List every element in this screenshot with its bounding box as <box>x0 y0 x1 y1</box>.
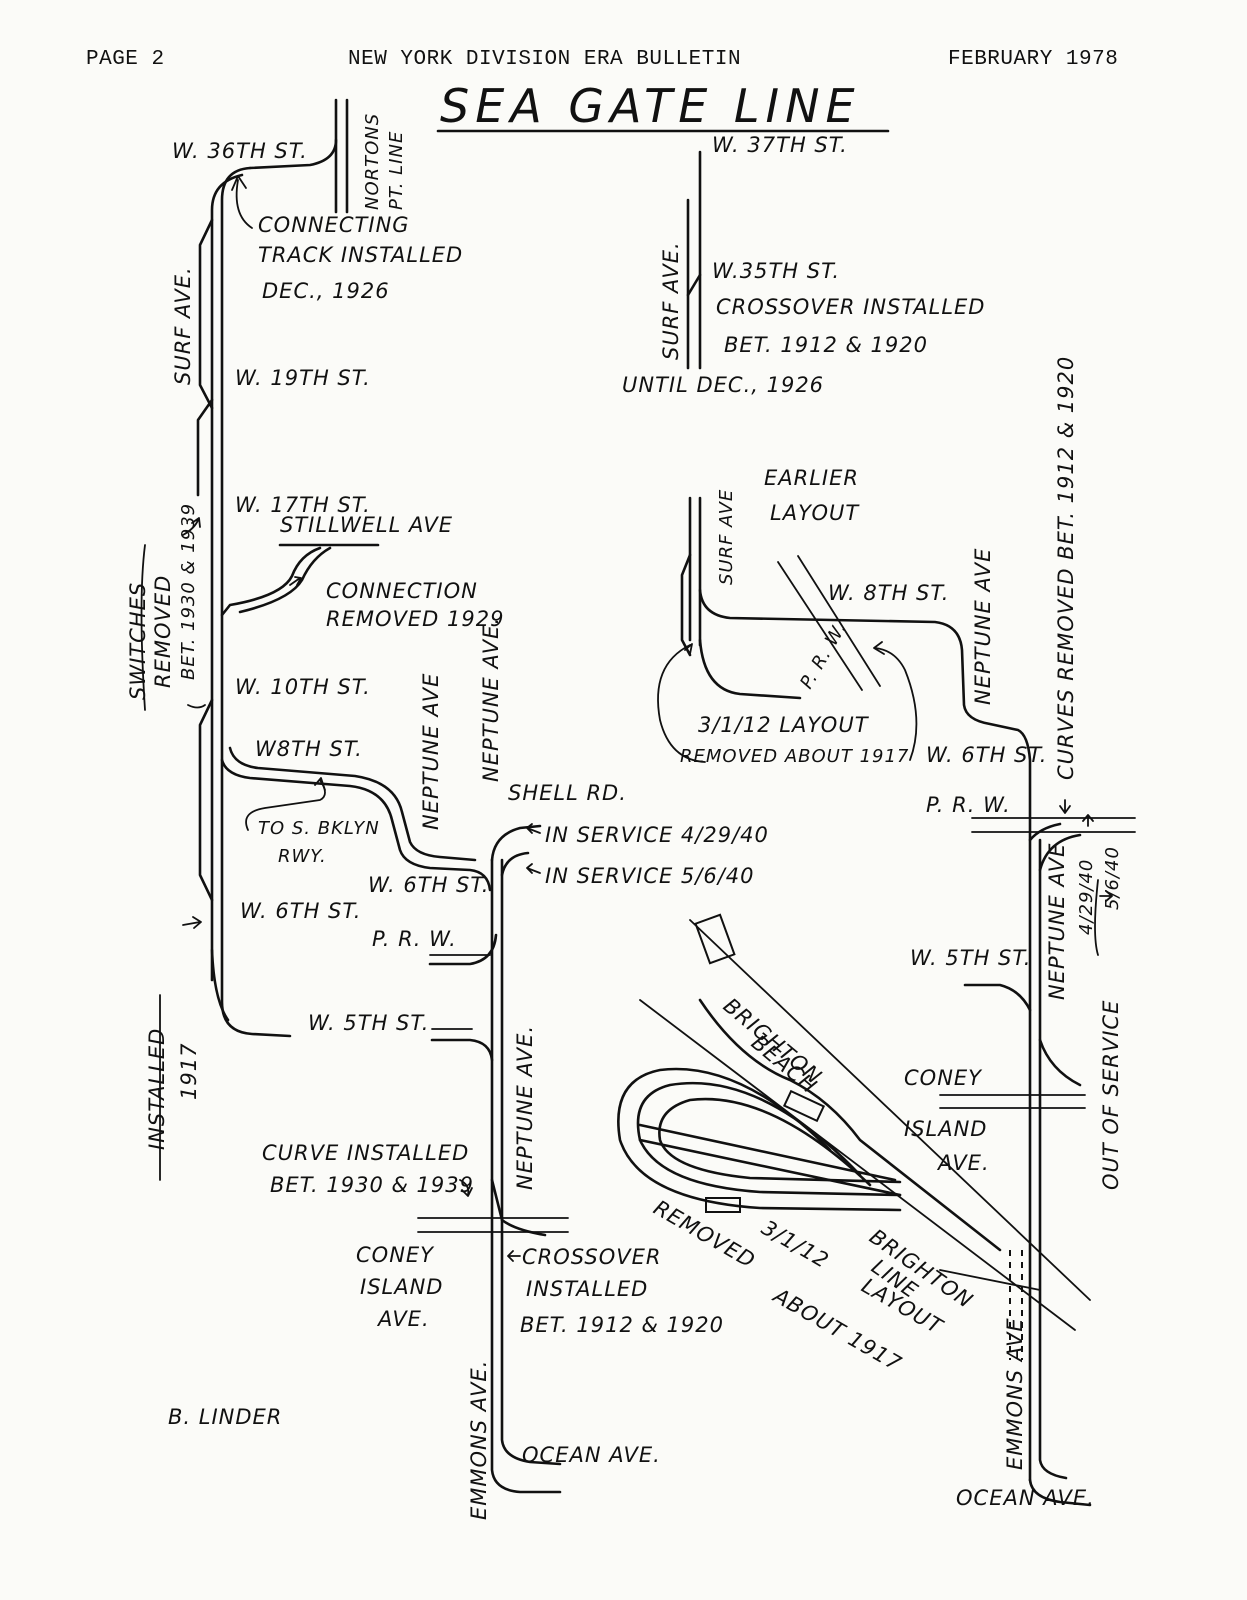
label-switches-1: SWITCHES <box>126 582 150 700</box>
label-curve-installed-2: BET. 1930 & 1939 <box>270 1173 474 1197</box>
earlier-layout-tracks <box>680 496 1136 1507</box>
label-neptune-lower: NEPTUNE AVE. <box>513 1025 537 1190</box>
author-credit: B. LINDER <box>168 1405 282 1429</box>
label-neptune-b: NEPTUNE AVE. <box>479 617 503 782</box>
label-earlier-2: LAYOUT <box>770 501 860 525</box>
label-neptune-early: NEPTUNE AVE <box>971 548 995 705</box>
label-out-of-service: OUT OF SERVICE <box>1099 1000 1123 1190</box>
label-shell-rd: SHELL RD. <box>508 781 627 805</box>
label-neptune-a: NEPTUNE AVE <box>419 673 443 830</box>
w8-branch-tracks <box>220 746 498 966</box>
label-w6-left: W. 6TH ST. <box>240 899 361 923</box>
label-removed-1917-1: 3/1/12 <box>758 1216 834 1274</box>
label-switches-3: BET. 1930 & 1939 <box>178 503 199 680</box>
label-connection-2: REMOVED 1929 <box>326 607 504 631</box>
label-layout-1912-2: REMOVED ABOUT 1917 <box>680 746 909 767</box>
label-crossover-low-3: BET. 1912 & 1920 <box>520 1313 724 1337</box>
label-to-sbklyn-1: TO S. BKLYN <box>258 818 380 839</box>
label-date-b: 5/6/40 <box>1102 846 1123 910</box>
diagram-title: SEA GATE LINE <box>440 79 861 133</box>
label-connecting-1: CONNECTING <box>258 213 410 237</box>
label-crossover-top-1: CROSSOVER INSTALLED <box>716 295 985 319</box>
label-installed-1: INSTALLED <box>145 1028 169 1150</box>
label-nortons-1: NORTONS <box>362 113 383 210</box>
label-prw-early: P. R. W. <box>796 618 851 692</box>
label-ocean-mid: OCEAN AVE. <box>522 1443 661 1467</box>
label-emmons-mid: EMMONS AVE. <box>467 1360 491 1520</box>
label-connecting-3: DEC., 1926 <box>262 279 390 303</box>
label-w8-early: W. 8TH ST. <box>828 581 949 605</box>
surf-ave-main-tracks <box>196 166 494 1062</box>
brighton-beach-loop-tracks <box>617 913 1091 1331</box>
label-installed-2: 1917 <box>177 1043 201 1100</box>
label-layout-1912-1: 3/1/12 LAYOUT <box>698 713 870 737</box>
label-nortons-2: PT. LINE <box>386 131 407 210</box>
dates-brace <box>1094 879 1099 956</box>
label-prw-right: P. R. W. <box>926 793 1011 817</box>
label-in-service-1: IN SERVICE 4/29/40 <box>545 823 769 847</box>
label-coney-left-3: AVE. <box>376 1307 430 1331</box>
label-coney-left-2: ISLAND <box>360 1275 443 1299</box>
label-crossover-low-1: CROSSOVER <box>522 1245 661 1269</box>
label-to-sbklyn-2: RWY. <box>278 846 327 867</box>
label-coney-right-3: AVE. <box>936 1151 990 1175</box>
label-earlier-1: EARLIER <box>764 466 859 490</box>
label-prw-mid: P. R. W. <box>372 927 457 951</box>
label-coney-right-1: CONEY <box>904 1066 983 1090</box>
label-curves-removed: CURVES REMOVED BET. 1912 & 1920 <box>1054 356 1078 780</box>
label-w10: W. 10TH ST. <box>235 675 371 699</box>
nortons-point-tracks <box>248 98 349 214</box>
label-coney-right-2: ISLAND <box>904 1117 987 1141</box>
label-switches-2: REMOVED <box>151 575 175 688</box>
label-w37: W. 37TH ST. <box>712 133 848 157</box>
label-ocean-right: OCEAN AVE. <box>956 1486 1095 1510</box>
publication-date: FEBRUARY 1978 <box>948 48 1119 71</box>
label-w6-mid: W. 6TH ST. <box>368 873 489 897</box>
label-w17: W. 17TH ST. <box>235 493 371 517</box>
switches-brace <box>140 544 146 711</box>
annotation-arrows <box>182 175 1113 1262</box>
label-surf-ave-left: SURF AVE. <box>171 266 195 385</box>
label-w6-early: W. 6TH ST. <box>926 743 1047 767</box>
label-date-a: 4/29/40 <box>1076 859 1097 935</box>
label-w8: W8TH ST. <box>255 737 363 761</box>
label-neptune-right: NEPTUNE AVE <box>1045 843 1069 1000</box>
label-surf-ave-early: SURF AVE <box>716 489 737 585</box>
label-until-dec: UNTIL DEC., 1926 <box>622 373 824 397</box>
label-emmons-right: EMMONS AVE <box>1003 1317 1027 1470</box>
label-connection-1: CONNECTION <box>326 579 478 603</box>
label-w35: W.35TH ST. <box>712 259 840 283</box>
inset-surf-ave-tracks <box>686 150 702 370</box>
label-crossover-top-2: BET. 1912 & 1920 <box>724 333 928 357</box>
label-in-service-2: IN SERVICE 5/6/40 <box>545 864 755 888</box>
label-w5-mid: W. 5TH ST. <box>308 1011 429 1035</box>
neptune-emmons-tracks <box>417 824 569 1494</box>
label-w5-right: W. 5TH ST. <box>910 946 1031 970</box>
page-number: PAGE 2 <box>86 48 165 71</box>
label-w19: W. 19TH ST. <box>235 366 371 390</box>
label-surf-ave-inset: SURF AVE. <box>659 241 683 360</box>
publication-title: NEW YORK DIVISION ERA BULLETIN <box>348 48 742 71</box>
label-w36: W. 36TH ST. <box>172 139 308 163</box>
label-curve-installed-1: CURVE INSTALLED <box>262 1141 469 1165</box>
label-stillwell: STILLWELL AVE <box>280 513 453 537</box>
label-connecting-2: TRACK INSTALLED <box>258 243 463 267</box>
stillwell-connection <box>220 543 380 617</box>
label-coney-left-1: CONEY <box>356 1243 435 1267</box>
label-crossover-low-2: INSTALLED <box>526 1277 648 1301</box>
